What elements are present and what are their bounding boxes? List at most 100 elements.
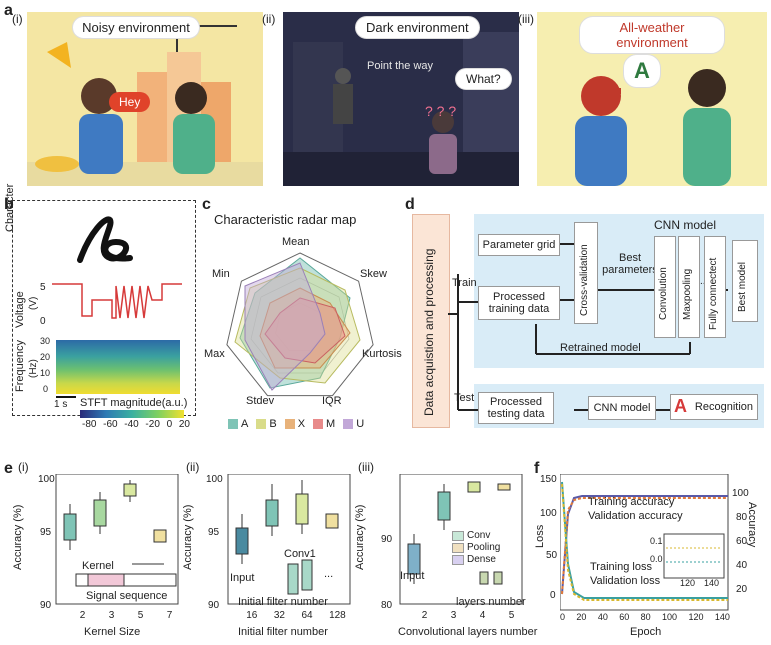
e-ii-xticks: 16 32 64 128 — [238, 610, 354, 621]
e-iii-xtick: 2 — [421, 610, 428, 621]
e-iii-ylabel: Accuracy (%) — [354, 504, 366, 570]
voltage-axis-unit: (V) — [28, 296, 39, 310]
maxpooling-box — [678, 236, 700, 338]
f-xtick: 120 — [688, 612, 704, 622]
colorbar — [80, 410, 184, 418]
radar-legend: A B X M U — [228, 418, 364, 430]
best-model-label: Best model — [737, 261, 748, 312]
radar-axis-mean: Mean — [282, 236, 310, 248]
radar-axis-min: Min — [212, 268, 230, 280]
scene-allweather-illustration — [575, 69, 731, 186]
frequency-tick-20: 20 — [40, 352, 51, 362]
e-ii-input-label: Input — [230, 572, 255, 584]
f-inset-xtick: 120 — [680, 578, 696, 588]
e-ii-ytick: 90 — [208, 600, 220, 611]
f-ytick-left: 0 — [550, 590, 556, 601]
e-iii-legend-dense: Dense — [452, 554, 500, 565]
e-iii-xlabel: Convolutional layers number — [398, 626, 538, 638]
radar-legend-a: A — [228, 418, 248, 430]
train-branch-label: Train — [452, 277, 477, 289]
e-i-xtick: 3 — [108, 610, 115, 621]
panel-b-label: b — [4, 196, 14, 213]
e-i-ytick: 95 — [40, 527, 52, 538]
e-i-xticks: 2 3 5 7 — [68, 610, 184, 621]
scene-noisy-title: Noisy environment — [72, 16, 200, 39]
f-ylabel-left: Loss — [534, 524, 546, 548]
radar-axis-kurtosis: Kurtosis — [362, 348, 402, 360]
f-ytick-left: 100 — [540, 508, 557, 519]
data-acquisition-box — [412, 214, 450, 428]
e-ii-xtick: 32 — [273, 610, 285, 621]
e-ii-numeral: (ii) — [186, 460, 200, 474]
scene-dark-title: Dark environment — [355, 16, 480, 39]
e-ii-ytick: 95 — [208, 527, 220, 538]
radar-legend-m: M — [313, 418, 335, 430]
e-ii-dots: ... — [324, 568, 334, 580]
parameter-grid-box: Parameter grid — [478, 234, 560, 256]
e-i-signal-label: Signal sequence — [86, 590, 168, 602]
character-axis-label: Character — [4, 183, 16, 232]
scene-dark-numeral: (ii) — [262, 12, 276, 26]
voltage-tick-0: 0 — [40, 316, 46, 327]
character-glyph — [77, 216, 133, 263]
time-scale-bar — [56, 396, 76, 398]
radar-legend-x: X — [284, 418, 305, 430]
cross-validation-label: Cross-validation — [579, 244, 590, 316]
radar-axis-stdev: Stdev — [246, 395, 275, 407]
cnn-model-title: CNN model — [654, 218, 717, 232]
panel-a-label: a — [4, 2, 13, 19]
f-legend-training-loss: Training loss — [590, 561, 652, 573]
recognition-box: Recognition — [670, 394, 758, 420]
radar-legend-u: U — [343, 418, 364, 430]
f-ytick-right: 60 — [736, 536, 748, 547]
scene-dark-illustration: ? ? ? — [283, 12, 519, 186]
colorbar-tick: -20 — [145, 419, 160, 430]
f-xlabel: Epoch — [630, 626, 662, 638]
e-iii-legend-pooling: Pooling — [452, 542, 500, 553]
scene-allweather-title: All-weather environment — [579, 16, 725, 54]
recognition-glyph-icon: Α — [674, 396, 687, 416]
e-iii-legend-conv: Conv — [452, 530, 500, 541]
svg-text:? ? ?: ? ? ? — [425, 103, 456, 119]
radar-chart — [226, 252, 374, 397]
radar-title: Characteristic radar map — [214, 212, 357, 227]
voltage-tick-5: 5 — [40, 282, 46, 293]
f-inset-ytick: 0.0 — [650, 554, 663, 564]
radar-axis-max: Max — [204, 348, 225, 360]
colorbar-tick: 0 — [166, 419, 173, 430]
e-iii-xtick: 3 — [450, 610, 457, 621]
e-ii-filter-text: Initial filter number — [238, 596, 328, 608]
f-legend-validation-loss: Validation loss — [590, 575, 661, 587]
cross-validation-box — [574, 222, 598, 324]
retrained-model-label: Retrained model — [560, 342, 641, 354]
f-training-curves — [560, 474, 729, 611]
radar-legend-b: B — [256, 418, 277, 430]
e-ii-xtick: 16 — [246, 610, 258, 621]
e-ii-conv1-label: Conv1 — [284, 548, 316, 560]
e-i-numeral: (i) — [18, 460, 29, 474]
f-xtick: 140 — [714, 612, 730, 622]
e-ii-xtick: 128 — [329, 610, 346, 621]
e-i-xtick: 7 — [166, 610, 173, 621]
e-ii-boxplot — [227, 474, 351, 605]
colorbar-ticks: -80 -60 -40 -20 0 20 — [82, 419, 190, 430]
f-xtick: 80 — [640, 612, 651, 622]
e-iii-xtick: 4 — [479, 610, 486, 621]
frequency-axis-label: Frequency — [14, 340, 26, 392]
e-i-ytick: 100 — [38, 474, 55, 485]
f-inset-ytick: 0.1 — [650, 536, 663, 546]
data-acquisition-label: Data acquistion and processing — [422, 248, 436, 416]
colorbar-tick: -60 — [103, 419, 118, 430]
voltage-trace — [52, 283, 182, 319]
e-ii-xtick: 64 — [301, 610, 313, 621]
f-ytick-right: 20 — [736, 584, 748, 595]
f-xtick: 60 — [619, 612, 630, 622]
e-iii-xtick: 5 — [508, 610, 515, 621]
f-ytick-right: 80 — [736, 512, 748, 523]
scene-allweather-numeral: (iii) — [518, 12, 534, 26]
colorbar-tick: -40 — [124, 419, 139, 430]
stft-spectrogram — [56, 340, 180, 394]
processed-training-box: Processed training data — [478, 286, 560, 320]
f-xtick: 20 — [576, 612, 587, 622]
f-xticks: 0 20 40 60 80 100 120 140 — [560, 612, 730, 622]
